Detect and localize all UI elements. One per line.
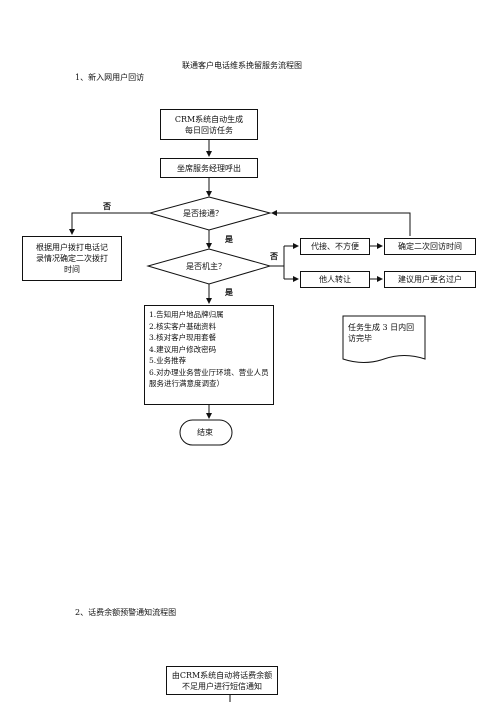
proxy-box: 代接、不方便 <box>300 238 370 255</box>
end-label: 结束 <box>197 428 213 437</box>
step-item: 3.核对客户现用套餐 <box>149 333 217 342</box>
rename-box: 建议用户更名过户 <box>384 271 476 288</box>
yes-label-connected: 是 <box>225 235 233 244</box>
no-label-connected: 否 <box>103 202 111 211</box>
decision-owner-label: 是否机主？ <box>186 262 226 271</box>
transfer-box: 他人转让 <box>300 271 370 288</box>
decision-owner-shape <box>146 248 272 285</box>
step-item: 1.告知用户地品牌归属 <box>149 310 224 319</box>
service-steps-box: 1.告知用户地品牌归属 2.核实客户基础资料 3.核对客户现用套餐 4.建议用户… <box>144 305 274 405</box>
document-title: 联通客户电话维系挽留服务流程图 <box>182 61 302 70</box>
step-item: 4.建议用户修改密码 <box>149 344 217 354</box>
arrow-connected-no <box>69 212 150 235</box>
step-item: 5.业务推荐 <box>149 356 187 365</box>
arrow-loop-back <box>271 210 411 236</box>
redial-box: 根据用户拨打电话记录情况确定二次拨打时间 <box>22 236 122 281</box>
section-1-heading: 1、新入网用户回访 <box>75 73 145 82</box>
step-item: 2.核实客户基础资料 <box>149 321 217 331</box>
start-task-box: CRM系统自动生成每日回访任务 <box>160 109 258 140</box>
section-2-heading: 2、话费余额预警通知流程图 <box>75 608 177 617</box>
end-shape <box>179 419 233 446</box>
decision-connected-label: 是否接通？ <box>183 209 223 218</box>
note-shape <box>342 315 426 363</box>
no-label-owner: 否 <box>270 252 278 261</box>
agent-call-box: 坐席服务经理呼出 <box>160 158 258 178</box>
second-visit-box: 确定二次回访时间 <box>384 238 476 255</box>
step-item: 6.对办理业务营业厅环境、营业人员服务进行满意度调查） <box>149 367 269 389</box>
decision-connected-shape <box>148 196 272 231</box>
yes-label-owner: 是 <box>225 288 233 297</box>
flow2-start-box: 由CRM系统自动将话费余额不足用户进行短信通知 <box>166 666 278 695</box>
note-text: 任务生成 3 日内回访完毕 <box>348 323 415 343</box>
